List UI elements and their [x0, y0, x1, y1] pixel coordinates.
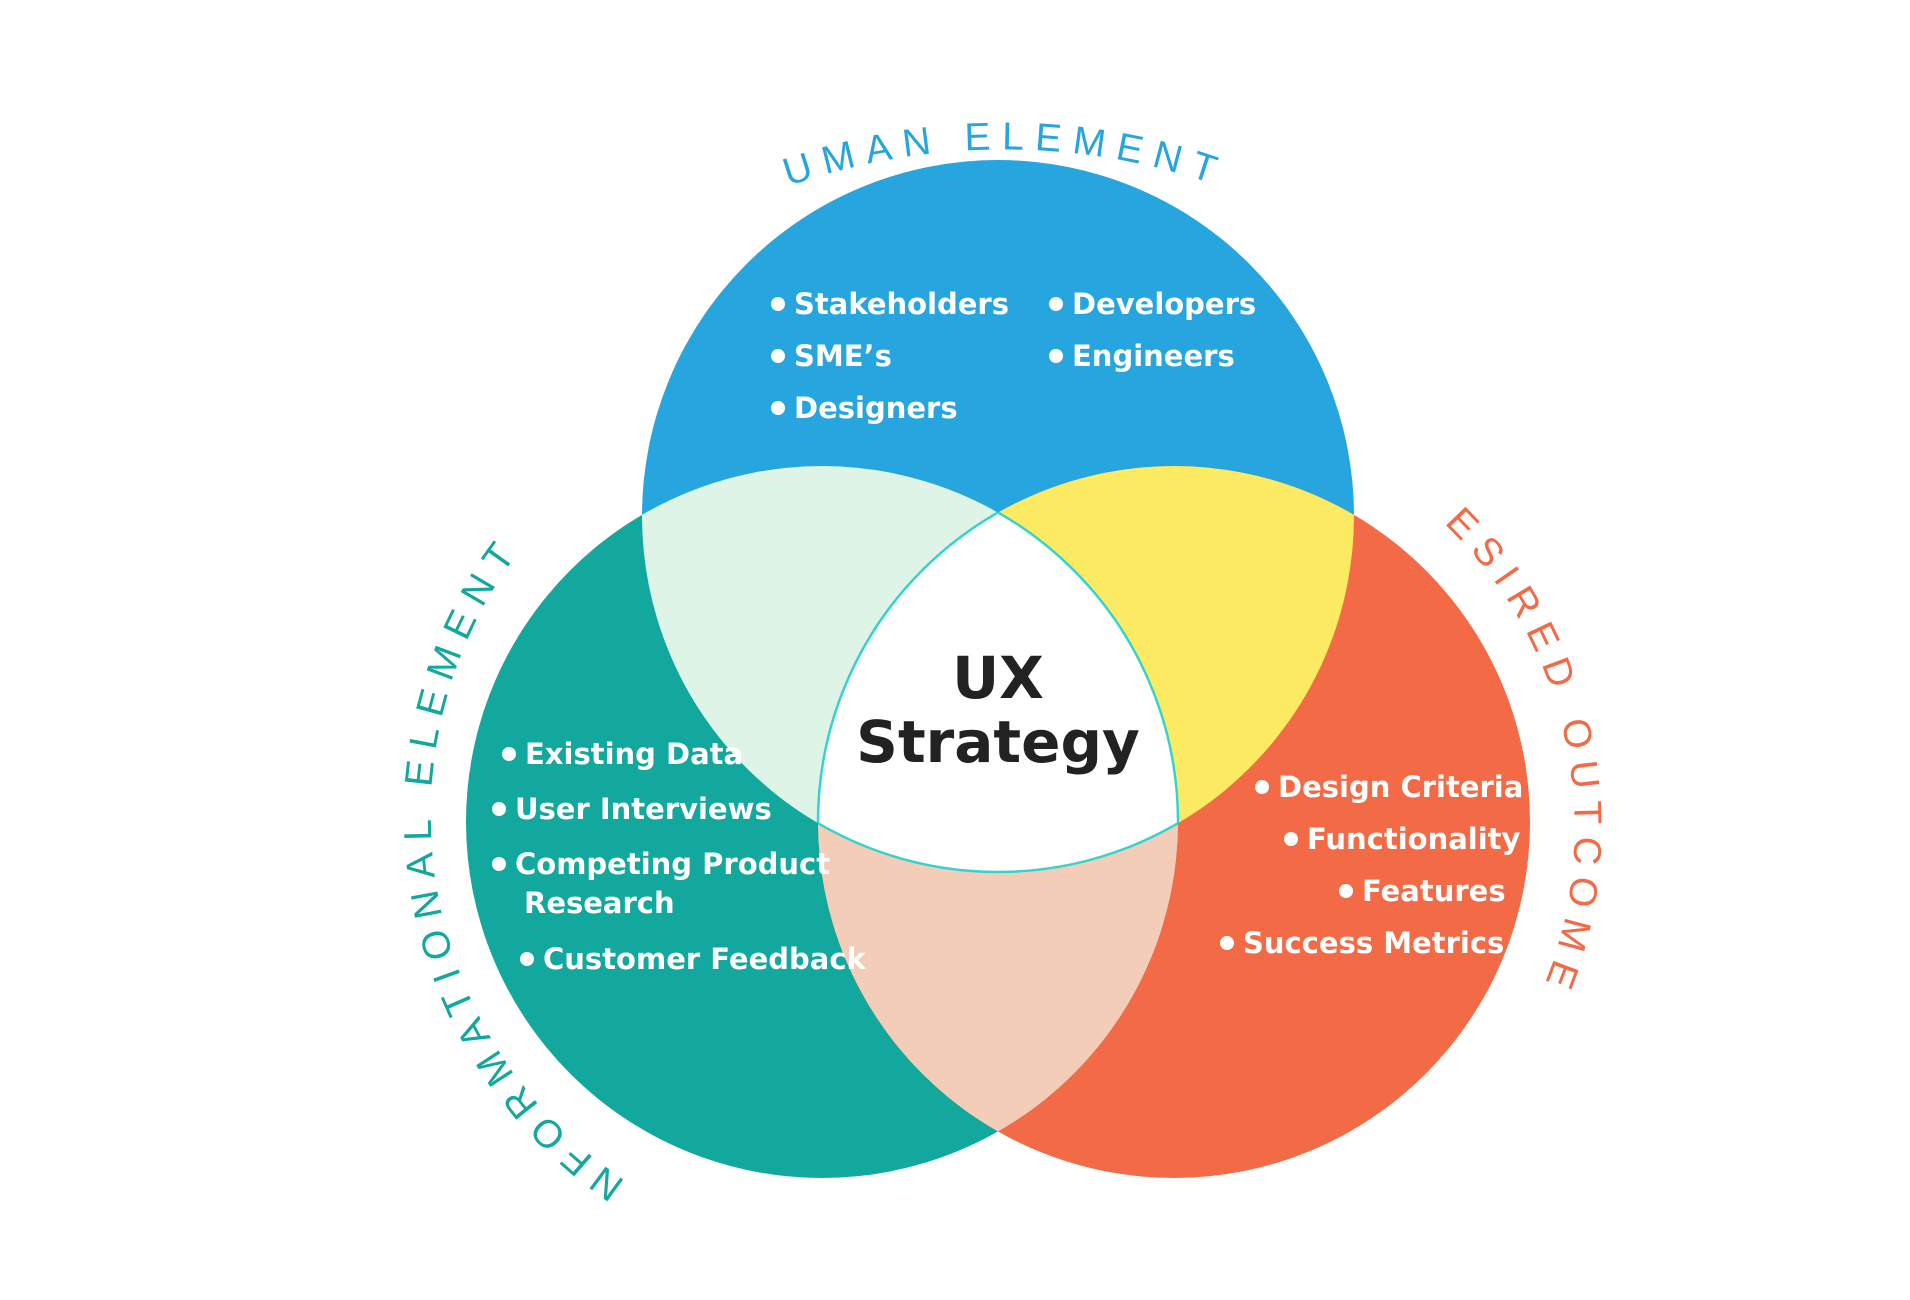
list-item-developers: Developers: [1072, 287, 1256, 321]
bullet-icon: [771, 297, 785, 311]
bullet-icon: [502, 747, 516, 761]
list-item-functionality: Functionality: [1307, 822, 1521, 856]
list-item-success-metrics: Success Metrics: [1243, 926, 1504, 960]
list-item-smes: SME’s: [794, 339, 892, 373]
center-outline: [816, 466, 1180, 874]
list-item-user-interviews: User Interviews: [515, 792, 772, 826]
bullet-icon: [492, 802, 506, 816]
center-overlap: [818, 466, 1178, 872]
list-item-features: Features: [1362, 874, 1506, 908]
bullet-icon: [1049, 297, 1063, 311]
list-item-engineers: Engineers: [1072, 339, 1235, 373]
bullet-icon: [492, 857, 506, 871]
bullet-icon: [520, 952, 534, 966]
center-title-line2: Strategy: [856, 708, 1140, 776]
list-item-customer-feedback: Customer Feedback: [543, 942, 867, 976]
bullet-icon: [1339, 884, 1353, 898]
bullet-icon: [771, 401, 785, 415]
bullet-icon: [1284, 832, 1298, 846]
human-elements-list: Stakeholders SME’s Designers Developers …: [771, 287, 1256, 425]
informational-elements-list: Existing Data User Interviews Competing …: [492, 737, 867, 976]
list-item-stakeholders: Stakeholders: [794, 287, 1009, 321]
bullet-icon: [1255, 780, 1269, 794]
list-item-designers: Designers: [794, 391, 958, 425]
bullet-icon: [1049, 349, 1063, 363]
bullet-icon: [771, 349, 785, 363]
center-title-line1: UX: [952, 644, 1044, 712]
list-item-design-criteria: Design Criteria: [1278, 770, 1523, 804]
list-item-competing-product: Competing Product: [515, 847, 830, 881]
bullet-icon: [1220, 936, 1234, 950]
list-item-existing-data: Existing Data: [525, 737, 743, 771]
list-item-research: Research: [524, 886, 675, 920]
desired-outcomes-list: Design Criteria Functionality Features S…: [1220, 770, 1523, 960]
